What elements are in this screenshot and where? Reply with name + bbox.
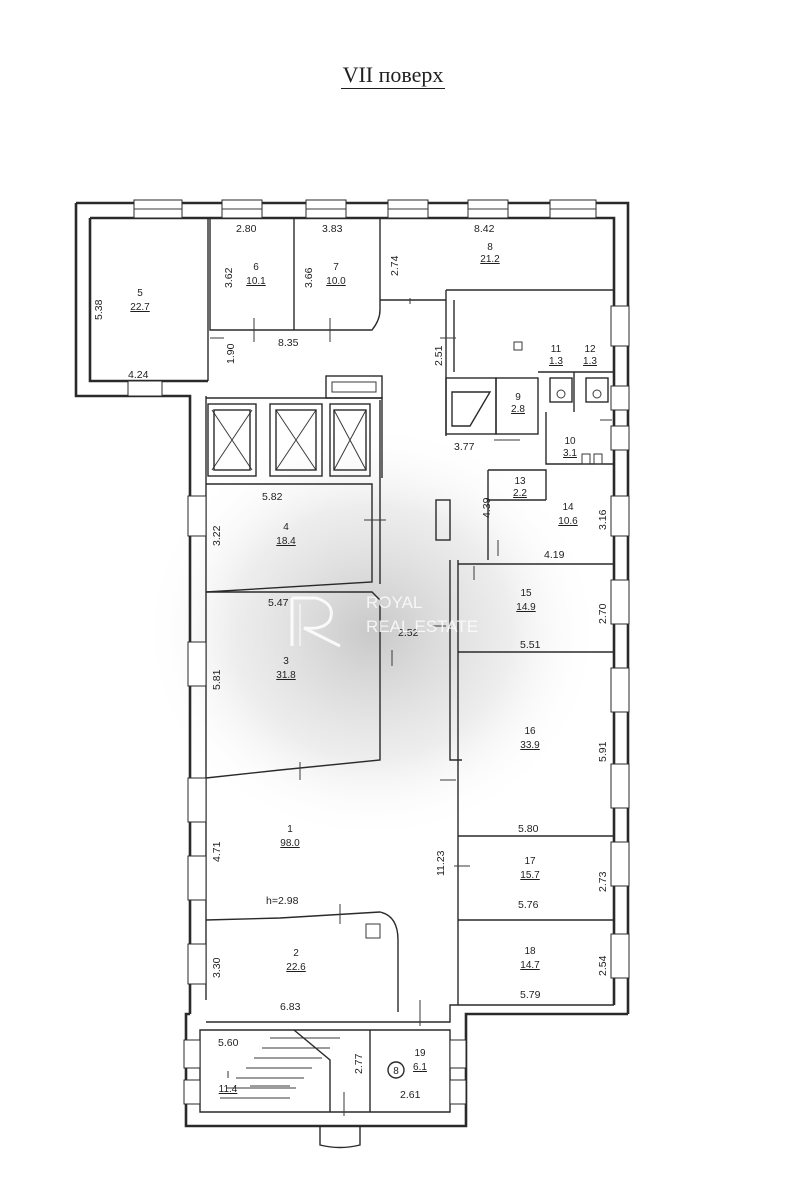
dim-439: 4.39 [481,497,493,518]
dim-254: 2.54 [597,955,609,976]
dimensions: 2.80 3.83 8.42 3.62 3.66 2.74 5.38 4.24 … [93,223,609,1101]
dim-330: 3.30 [211,957,223,978]
dim-377: 3.77 [454,441,475,453]
dim-576: 5.76 [518,899,539,911]
room-16-number: 16 [524,726,536,737]
dim-270: 2.70 [597,603,609,624]
room-4-area: 18.4 [276,536,296,547]
dim-277: 2.77 [353,1053,365,1074]
room-2-area: 22.6 [286,962,306,973]
watermark: ROYAL REAL ESTATE [290,593,478,648]
room-16-area: 33.9 [520,740,540,751]
dim-842: 8.42 [474,223,495,235]
room-8-area: 21.2 [480,254,500,265]
room-9-number: 9 [515,392,521,403]
room-14-area: 10.6 [558,516,578,527]
room-labels: 5 22.7 6 10.1 7 10.0 8 21.2 11 1.3 12 1.… [130,242,597,1095]
room-1-area: 98.0 [280,838,300,849]
watermark-line2: REAL ESTATE [366,617,478,636]
room-17-number: 17 [524,856,536,867]
dim-190: 1.90 [225,343,237,364]
room-8-number: 8 [487,242,493,253]
room-11-area: 1.3 [549,356,563,367]
room-11-number: 11 [551,344,562,355]
dim-560: 5.60 [218,1037,239,1049]
dim-551: 5.51 [520,639,541,651]
room-18-area: 14.7 [520,960,540,971]
room-19-number: 19 [414,1048,426,1059]
room-13-area: 2.2 [513,488,527,499]
room-7-area: 10.0 [326,276,346,287]
dim-362: 3.62 [223,267,235,288]
room-15-number: 15 [520,588,532,599]
dim-591: 5.91 [597,741,609,762]
room-17-area: 15.7 [520,870,540,881]
room-9-area: 2.8 [511,404,525,415]
dim-683: 6.83 [280,1001,301,1013]
dim-835: 8.35 [278,337,299,349]
room-18-number: 18 [524,946,536,957]
dim-1123: 11.23 [435,850,447,876]
room-6-number: 6 [253,262,259,273]
dim-316: 3.16 [597,509,609,530]
room-4-number: 4 [283,522,289,533]
dim-579: 5.79 [520,989,541,1001]
dim-580: 5.80 [518,823,539,835]
room-14-number: 14 [562,502,574,513]
dim-280: 2.80 [236,223,257,235]
dim-383: 3.83 [322,223,343,235]
room-1-number: 1 [287,824,293,835]
room-19-area: 6.1 [413,1062,427,1073]
dim-547: 5.47 [268,597,289,609]
room-12-area: 1.3 [583,356,597,367]
plan-title-text: VII поверх [340,62,446,89]
room-15-area: 14.9 [516,602,536,613]
plan-title: VII поверх [0,62,786,89]
room-3-number: 3 [283,656,289,667]
room-I-number: I [227,1070,230,1081]
dim-424: 4.24 [128,369,149,381]
height-note: h=2.98 [266,895,299,907]
dim-471: 4.71 [211,841,223,862]
room-6-area: 10.1 [246,276,266,287]
room-5-number: 5 [137,288,143,299]
dim-366: 3.66 [303,267,315,288]
stair-marker: 8 [393,1066,399,1077]
room-12-number: 12 [584,344,596,355]
watermark-glow [142,422,602,842]
windows [127,199,630,1105]
room-5-area: 22.7 [130,302,150,313]
dim-322: 3.22 [211,525,223,546]
dim-261: 2.61 [400,1089,421,1101]
dim-251: 2.51 [433,345,445,366]
dim-538: 5.38 [93,299,105,320]
room-2-number: 2 [293,948,299,959]
dim-419: 4.19 [544,549,565,561]
dim-274: 2.74 [389,255,401,276]
watermark-line1: ROYAL [366,593,422,612]
room-3-area: 31.8 [276,670,296,681]
dim-273: 2.73 [597,871,609,892]
room-7-number: 7 [333,262,339,273]
dim-581: 5.81 [211,669,223,690]
room-I-area: 11.4 [219,1084,238,1095]
watermark-logo-icon [290,596,341,648]
room-10-number: 10 [564,436,576,447]
dim-252: 2.52 [398,627,419,639]
room-10-area: 3.1 [563,448,577,459]
room-13-number: 13 [514,476,526,487]
dim-582: 5.82 [262,491,283,503]
interior-walls [205,218,614,1116]
